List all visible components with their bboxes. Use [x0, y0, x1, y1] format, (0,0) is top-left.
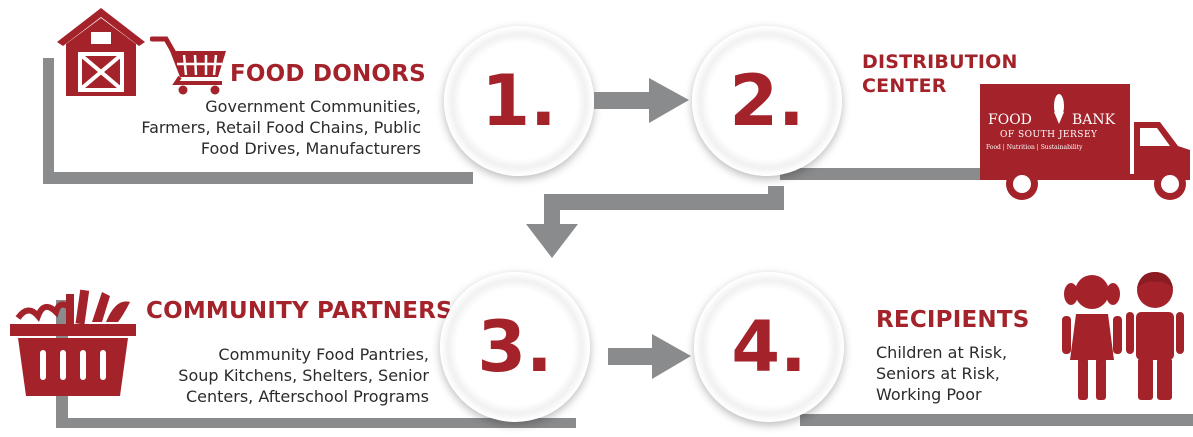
step-4-number: 4.: [731, 306, 807, 388]
step-2-title: DISTRIBUTION CENTER: [862, 50, 1018, 98]
step-3-number: 3.: [477, 306, 553, 388]
step-1-plate: 1.: [444, 26, 594, 176]
truck-icon: FOOD BANK OF SOUTH JERSEY Food | Nutriti…: [980, 84, 1192, 204]
girl-icon: [1062, 272, 1122, 402]
arrow-elbow-down-icon: [522, 186, 787, 258]
barn-icon: [55, 6, 147, 96]
truck-logo-food: FOOD: [988, 112, 1032, 128]
step-3-plate: 3.: [440, 272, 590, 422]
step-4-plate: 4.: [694, 272, 844, 422]
step-1-title: FOOD DONORS: [230, 61, 426, 87]
step-3-line: Centers, Afterschool Programs: [185, 387, 429, 406]
step-3-line: Community Food Pantries,: [218, 345, 429, 364]
step-2-title-line: DISTRIBUTION: [862, 51, 1018, 73]
step-2-plate: 2.: [692, 26, 842, 176]
shopping-cart-icon: [149, 35, 230, 95]
step-3-line: Soup Kitchens, Shelters, Senior: [178, 366, 429, 385]
grocery-basket-icon: [8, 288, 138, 398]
truck-logo-bank: BANK: [1072, 112, 1116, 128]
boy-icon: [1126, 270, 1184, 402]
step-1-number: 1.: [481, 60, 557, 142]
arrow-right-icon: [594, 78, 689, 123]
step-2-title-line: CENTER: [862, 75, 947, 97]
step-4-line: Working Poor: [876, 385, 982, 404]
step-1-description: Government Communities, Farmers, Retail …: [61, 96, 421, 159]
step-1-line: Farmers, Retail Food Chains, Public: [141, 118, 421, 137]
panel-4-frame: [800, 414, 1193, 426]
truck-logo-tagline: Food | Nutrition | Sustainability: [986, 144, 1083, 151]
step-1-line: Food Drives, Manufacturers: [200, 139, 421, 158]
step-4-title: RECIPIENTS: [876, 307, 1030, 333]
step-4-line: Children at Risk,: [876, 343, 1008, 362]
panel-2-frame-bottom: [780, 168, 990, 180]
step-3-title: COMMUNITY PARTNERS: [146, 298, 453, 324]
step-1-line: Government Communities,: [205, 97, 421, 116]
step-2-number: 2.: [729, 60, 805, 142]
step-4-description: Children at Risk, Seniors at Risk, Worki…: [876, 342, 1076, 405]
step-3-description: Community Food Pantries, Soup Kitchens, …: [69, 344, 429, 407]
step-4-line: Seniors at Risk,: [876, 364, 1000, 383]
arrow-right-icon: [608, 334, 691, 379]
truck-logo-subtitle: OF SOUTH JERSEY: [1000, 130, 1098, 140]
